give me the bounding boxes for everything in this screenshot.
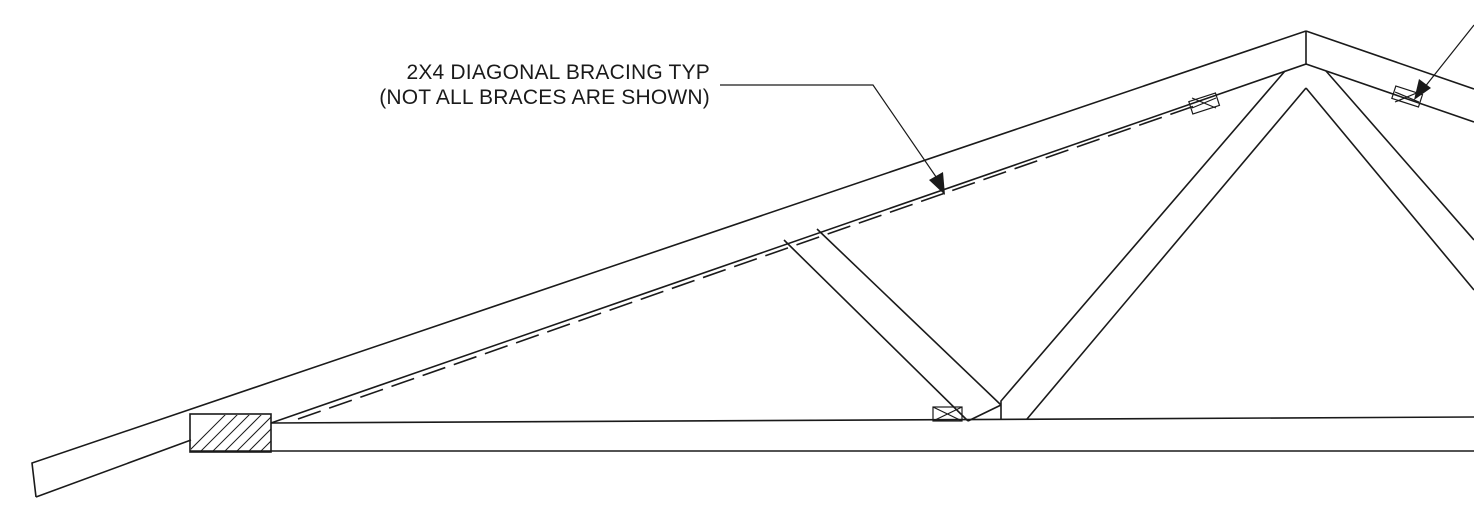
web-member-1 [783,228,1002,422]
diagonal-brace [297,103,1201,420]
brace-block-upper [1188,92,1221,115]
wall-top-plate [189,413,272,453]
bottom-chord [190,416,1474,452]
brace-block-peak [1391,85,1424,108]
callout-leader-bracing [720,84,945,195]
bracing-callout-line-1: 2X4 DIAGONAL BRACING TYP [406,61,710,84]
top-chord-right [1305,30,1474,123]
web-member-2 [1000,70,1307,420]
web-member-3 [1305,70,1474,291]
brace-block-lower [932,406,963,422]
callout-leader-peak [1414,24,1474,100]
bracing-callout-line-2: (NOT ALL BRACES ARE SHOWN) [379,86,710,109]
